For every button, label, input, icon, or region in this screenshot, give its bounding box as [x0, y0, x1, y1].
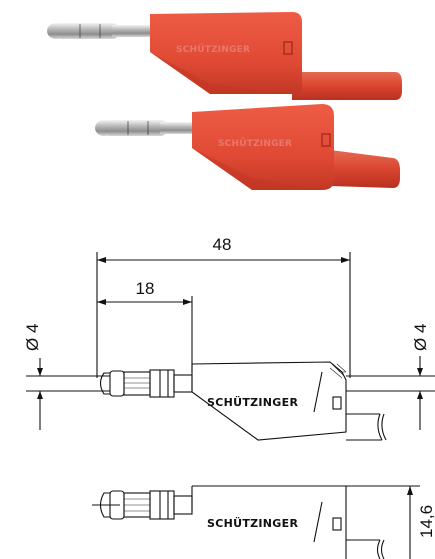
drawing-pin-side — [99, 369, 193, 398]
photo-plug-bottom: SCHÜTZINGER — [95, 104, 400, 190]
dim-total-length: 48 — [213, 235, 232, 254]
photo-brand-bottom: SCHÜTZINGER — [218, 138, 292, 149]
drawing-housing-side: SCHÜTZINGER — [191, 361, 347, 441]
dim-height: 14,6 — [417, 505, 435, 538]
dim-pin-length: 18 — [136, 279, 155, 298]
dim-pin-diameter-right: Ø 4 — [411, 324, 430, 351]
drawing-top-view: SCHÜTZINGER 14,6 — [92, 485, 435, 559]
drawing-pin-top — [99, 490, 193, 520]
photo-brand-top: SCHÜTZINGER — [176, 44, 250, 55]
cable-top — [292, 72, 402, 100]
drawing-cable-top — [346, 539, 385, 559]
photo-plug-top: SCHÜTZINGER — [47, 12, 402, 100]
banana-pin-top — [47, 23, 154, 39]
dim-pin-diameter-left: Ø 4 — [23, 324, 42, 351]
banana-pin-bottom — [95, 120, 198, 136]
drawing-cable-side — [346, 413, 387, 441]
drawing-housing-top: SCHÜTZINGER — [191, 485, 347, 559]
drawing-brand-top: SCHÜTZINGER — [207, 516, 298, 530]
cable-bottom — [330, 150, 400, 188]
drawing-brand-side: SCHÜTZINGER — [207, 395, 298, 409]
drawing-side-view: 48 18 Ø 4 Ø 4 — [23, 235, 435, 441]
